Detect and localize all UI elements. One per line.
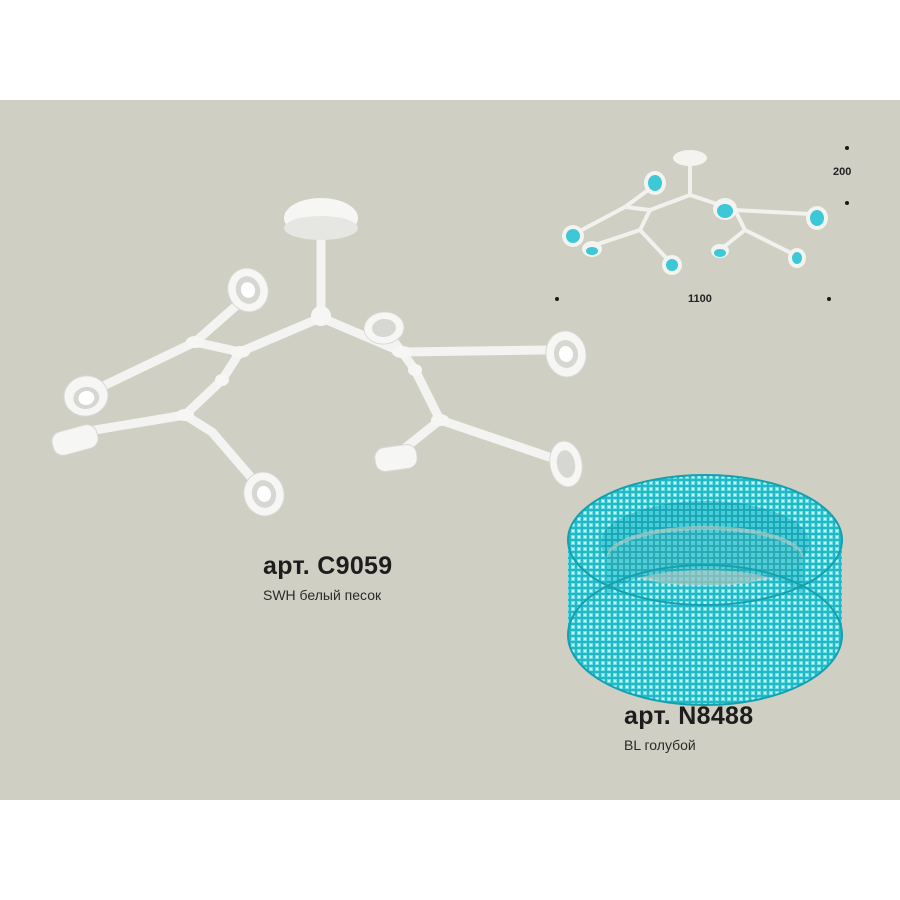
product-1-article: арт. C9059 bbox=[263, 552, 393, 580]
product-1-description: SWH белый песок bbox=[263, 587, 382, 603]
width-dimension: 1100 bbox=[688, 293, 712, 305]
dimension-dot bbox=[827, 297, 831, 301]
dimension-dot bbox=[555, 297, 559, 301]
dimension-dot bbox=[845, 146, 849, 150]
product-2-description: BL голубой bbox=[624, 737, 696, 753]
height-dimension: 200 bbox=[833, 166, 852, 178]
dimension-dot bbox=[845, 201, 849, 205]
product-2-article: арт. N8488 bbox=[624, 702, 754, 730]
